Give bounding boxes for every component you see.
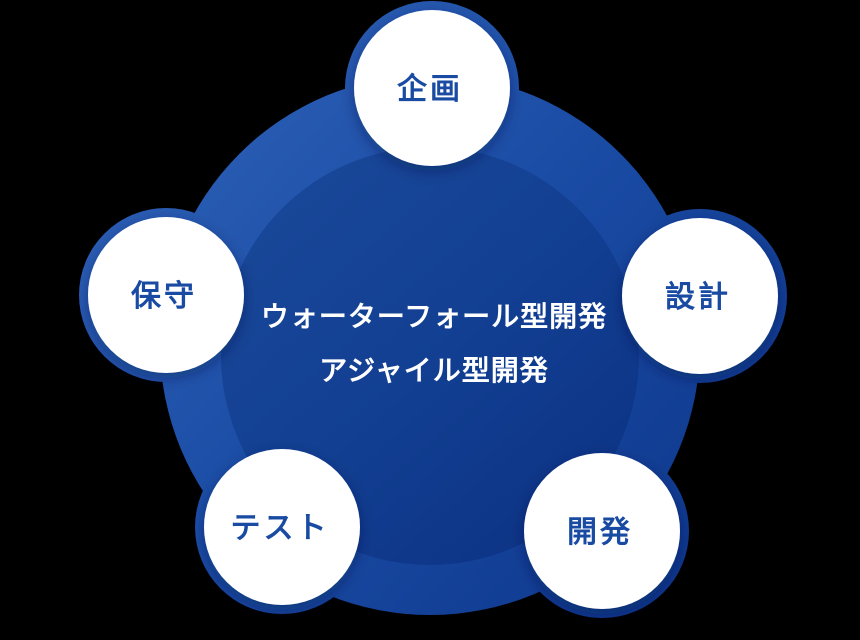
center-text: ウォーターフォール型開発 アジャイル型開発 xyxy=(261,300,607,387)
node-label-design: 設計 xyxy=(665,280,731,315)
blob-inner-disc xyxy=(221,147,639,565)
node-maintenance: 保守 xyxy=(88,217,244,373)
node-test: テスト xyxy=(204,449,360,605)
node-label-maintenance: 保守 xyxy=(131,279,197,314)
node-label-test: テスト xyxy=(231,511,330,546)
node-planning: 企画 xyxy=(354,10,510,166)
node-design: 設計 xyxy=(622,218,778,374)
node-circle-maintenance xyxy=(88,217,244,373)
node-label-development: 開発 xyxy=(567,515,633,550)
node-circle-planning xyxy=(354,10,510,166)
center-text-line2: アジャイル型開発 xyxy=(319,354,548,387)
node-development: 開発 xyxy=(524,453,680,609)
node-circle-development xyxy=(524,453,680,609)
node-label-planning: 企画 xyxy=(397,72,463,107)
node-circle-test xyxy=(204,449,360,605)
center-text-line1: ウォーターフォール型開発 xyxy=(261,300,607,333)
node-circle-design xyxy=(622,218,778,374)
